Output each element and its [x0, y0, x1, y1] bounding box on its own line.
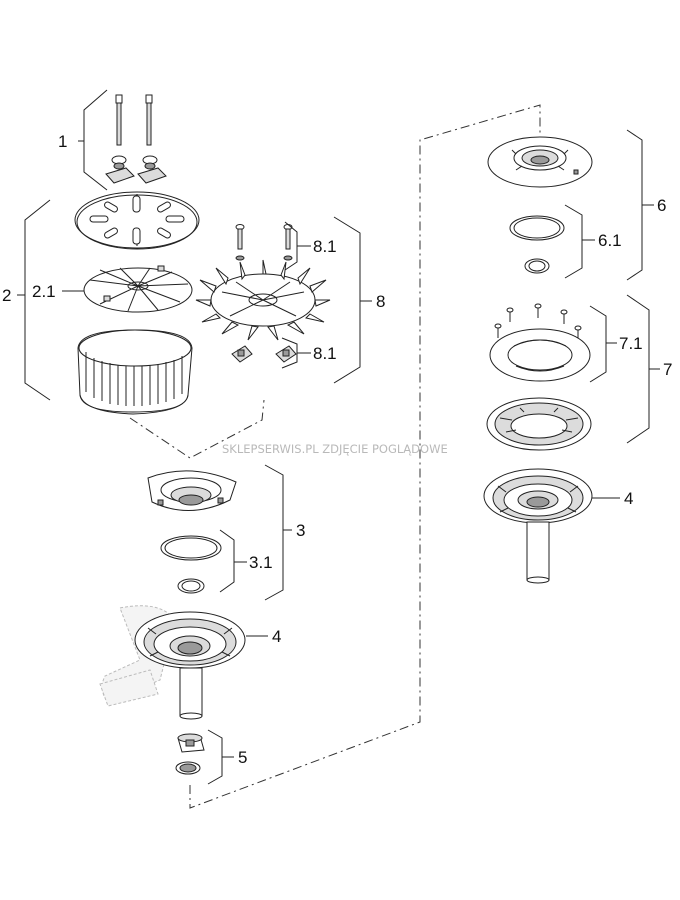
label-8-1-bottom: 8.1 [313, 344, 337, 363]
part-6-flange [487, 136, 593, 188]
label-6: 6 [657, 196, 666, 215]
part-5-reducer [175, 733, 205, 775]
part-8-spider [195, 259, 331, 341]
label-8-1-top: 8.1 [313, 237, 337, 256]
label-2-1: 2.1 [32, 282, 56, 301]
part-8-1-screws [235, 224, 293, 261]
part-3-outlet-body [147, 470, 237, 511]
bracket-6 [626, 129, 643, 281]
label-7: 7 [663, 360, 672, 379]
part-6-1-seals [509, 215, 565, 274]
label-7-1: 7.1 [619, 334, 643, 353]
bracket-5 [207, 729, 223, 785]
label-5: 5 [238, 748, 247, 767]
part-8-1-clamps [231, 345, 297, 363]
bracket-7 [626, 294, 650, 444]
part-3-1-seals [160, 535, 222, 594]
bracket-1 [83, 89, 108, 191]
bracket-2 [24, 199, 51, 401]
label-6-1: 6.1 [598, 231, 622, 250]
part-2-1-sieve [83, 265, 193, 313]
bracket-8-1-top [284, 221, 298, 271]
part-1-bolts [105, 94, 167, 184]
part-7-seal-ring [486, 397, 592, 451]
label-3-1: 3.1 [249, 553, 273, 572]
part-4-drain-body-right [483, 468, 593, 584]
bracket-6-1 [564, 204, 583, 279]
part-2-ring [77, 329, 193, 415]
bracket-7-1 [589, 305, 607, 383]
part-7-clamping-ring [489, 328, 591, 382]
label-1: 1 [58, 132, 67, 151]
label-3: 3 [296, 521, 305, 540]
bracket-8 [333, 216, 361, 384]
assembly-dash-lines [129, 104, 541, 809]
label-8: 8 [376, 292, 385, 311]
bracket-3 [264, 464, 284, 601]
label-4-left: 4 [272, 627, 281, 646]
part-4-drain-body-left [99, 605, 246, 720]
label-4-right: 4 [624, 489, 633, 508]
part-2-grate [74, 191, 200, 250]
watermark-text: SKLEPSERWIS.PL ZDJĘCIE POGLĄDOWE [222, 442, 448, 456]
label-2: 2 [2, 286, 11, 305]
bracket-3-1 [219, 529, 235, 593]
